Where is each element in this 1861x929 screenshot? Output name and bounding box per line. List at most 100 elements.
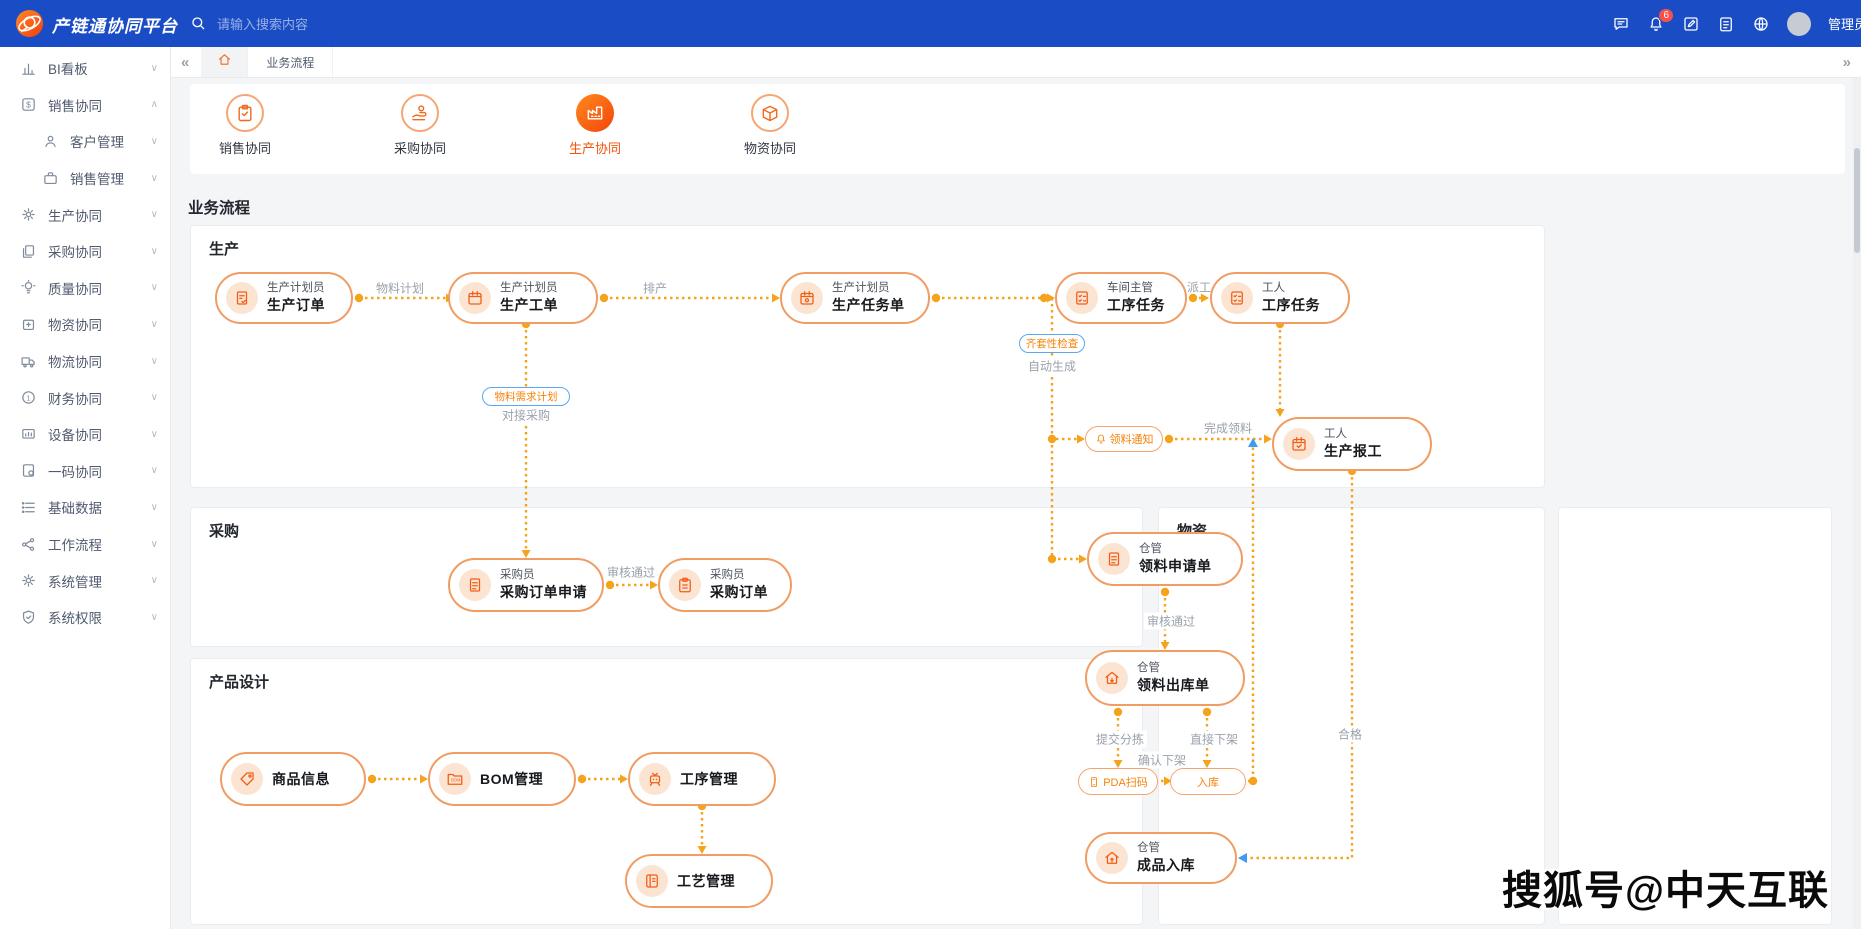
- report-icon[interactable]: [1717, 15, 1735, 33]
- scrollbar-thumb[interactable]: [1854, 148, 1860, 253]
- sidebar-item-equipment-collab[interactable]: 设备协同∨: [0, 416, 170, 453]
- sidebar-item-label: BI看板: [48, 62, 88, 78]
- clipboard2-icon: [669, 569, 701, 601]
- flow-node-finished-inbound[interactable]: 仓管成品入库: [1085, 832, 1237, 884]
- shield-icon: [20, 609, 37, 626]
- flow-node-work-order[interactable]: 生产计划员生产工单: [448, 272, 598, 324]
- flow-node-product-info[interactable]: 商品信息: [220, 752, 366, 806]
- flow-node-purchase-request[interactable]: 采购员采购订单申请: [448, 558, 604, 612]
- sidebar-item-sales-mgmt[interactable]: 销售管理 ∨: [0, 160, 170, 197]
- sidebar: BI看板 ∨ $销售协同∧客户管理∨ 销售管理 ∨ 生产协同 ∨ 采购协同 ∨ 质量协同∨物资协同…: [0, 47, 171, 929]
- flow-node-process-mgmt[interactable]: 工序管理: [628, 752, 776, 806]
- module-nav-card: 销售协同 采购协同生产协同物资协同: [190, 84, 1845, 174]
- sidebar-item-purchase-collab[interactable]: 采购协同 ∨: [0, 233, 170, 270]
- search-placeholder: 请输入搜索内容: [217, 17, 309, 32]
- node-role: 生产计划员: [267, 282, 325, 295]
- box-icon: [20, 316, 37, 333]
- person-icon: [42, 133, 59, 150]
- module-nav-material[interactable]: 物资协同: [710, 94, 830, 157]
- chevron-down-icon: ∨: [150, 465, 158, 477]
- sidebar-item-label: 销售管理: [70, 172, 124, 188]
- module-nav-sales[interactable]: 销售协同: [185, 94, 305, 157]
- tab-business-process[interactable]: 业务流程: [247, 47, 334, 77]
- sidebar-item-label: 采购协同: [48, 245, 102, 261]
- chevron-down-icon: ∨: [150, 318, 158, 330]
- sidebar-item-base-data[interactable]: 基础数据 ∨: [0, 489, 170, 526]
- node-role: 采购员: [710, 569, 745, 582]
- svg-text:1: 1: [27, 394, 31, 402]
- sidebar-item-label: 基础数据: [48, 501, 102, 517]
- flow-node-production-order[interactable]: 生产计划员生产订单: [215, 272, 353, 324]
- flow-node-production-task[interactable]: 生产计划员生产任务单: [780, 272, 930, 324]
- chevron-down-icon: ∨: [150, 245, 158, 257]
- sidebar-item-material-collab[interactable]: 物资协同∨: [0, 306, 170, 343]
- notification-bell-icon[interactable]: 6: [1647, 7, 1674, 33]
- tab-home[interactable]: [201, 47, 248, 77]
- module-nav-purchase[interactable]: 采购协同: [360, 94, 480, 157]
- sidebar-item-system-permission[interactable]: 系统权限∨: [0, 599, 170, 636]
- tab-bar: « 业务流程 »: [171, 47, 1861, 78]
- share-icon: [20, 536, 37, 553]
- sidebar-item-label: 财务协同: [48, 391, 102, 407]
- user-menu[interactable]: 管理员 ∨: [1828, 14, 1861, 33]
- sidebar-item-logistics-collab[interactable]: 物流协同∨: [0, 343, 170, 380]
- sidebar-item-system-mgmt[interactable]: 系统管理∨: [0, 562, 170, 599]
- search-icon: [190, 15, 208, 33]
- language-globe-icon[interactable]: [1752, 15, 1770, 33]
- gear-icon: [20, 206, 37, 223]
- chevron-down-icon: ∨: [150, 62, 158, 74]
- flow-node-material-outbound[interactable]: 仓管领料出库单: [1085, 650, 1245, 706]
- global-search[interactable]: 请输入搜索内容: [190, 0, 308, 47]
- flow-node-purchase-order[interactable]: 采购员采购订单: [658, 558, 792, 612]
- flow-node-material-notice[interactable]: 领料通知: [1085, 426, 1163, 452]
- edge-label: 对接采购: [498, 406, 554, 424]
- sidebar-item-bi-dashboard[interactable]: BI看板 ∨: [0, 50, 170, 87]
- scrollbar-track: [1853, 78, 1861, 929]
- edge-label: 排产: [642, 281, 668, 296]
- node-role: 工人: [1262, 282, 1285, 295]
- sidebar-item-sales-collab[interactable]: $销售协同∧: [0, 87, 170, 124]
- chevron-down-icon: ∨: [150, 538, 158, 550]
- flow-node-inbound[interactable]: 入库: [1170, 768, 1246, 795]
- chart-icon: [20, 60, 37, 77]
- node-role: 生产计划员: [500, 282, 558, 295]
- house-out-icon: [1096, 662, 1128, 694]
- node-label: BOM管理: [480, 770, 544, 787]
- flow-node-process-task-supervisor[interactable]: 车间主管工序任务: [1055, 272, 1187, 324]
- node-role: 仓管: [1137, 842, 1160, 855]
- collapse-sidebar-icon[interactable]: «: [181, 53, 189, 71]
- briefcase-icon: [42, 170, 59, 187]
- sidebar-item-customer-mgmt[interactable]: 客户管理∨: [0, 123, 170, 160]
- message-icon[interactable]: [1612, 15, 1630, 33]
- edge-label: 确认下架: [1134, 751, 1190, 769]
- flow-node-craft-mgmt[interactable]: 工艺管理: [625, 854, 773, 908]
- module-nav-production[interactable]: 生产协同: [535, 94, 655, 157]
- module-nav-label: 销售协同: [218, 141, 271, 156]
- flow-node-material-request[interactable]: 仓管领料申请单: [1087, 532, 1243, 586]
- flow-node-process-task-worker[interactable]: 工人工序任务: [1210, 272, 1350, 324]
- node-label: 工序管理: [680, 770, 738, 787]
- node-role: 工人: [1324, 428, 1347, 441]
- chevron-down-icon: ∨: [150, 209, 158, 221]
- sidebar-item-onecode-collab[interactable]: 一码协同∨: [0, 453, 170, 490]
- edit-icon[interactable]: [1682, 15, 1700, 33]
- sidebar-item-production-collab[interactable]: 生产协同 ∨: [0, 196, 170, 233]
- sidebar-item-workflow[interactable]: 工作流程∨: [0, 526, 170, 563]
- flow-node-completeness-check-tag: 齐套性检查: [1019, 334, 1085, 353]
- chevron-down-icon: ∨: [150, 501, 158, 513]
- node-label: 采购订单申请: [500, 584, 587, 601]
- calendar-gear-icon: [791, 282, 823, 314]
- section-card-empty: [1558, 507, 1832, 925]
- sidebar-item-label: 生产协同: [48, 208, 102, 224]
- pda-icon: [1088, 776, 1100, 788]
- flow-node-production-report[interactable]: 工人生产报工: [1272, 417, 1432, 471]
- flow-node-pda-scan[interactable]: PDA扫码: [1078, 768, 1158, 795]
- truck-icon: [20, 353, 37, 370]
- sidebar-item-quality-collab[interactable]: 质量协同∨: [0, 270, 170, 307]
- chevron-down-icon: ∨: [150, 172, 158, 184]
- expand-tabs-icon[interactable]: »: [1842, 53, 1851, 71]
- edge-label: 审核通过: [606, 565, 656, 580]
- avatar[interactable]: [1787, 11, 1811, 36]
